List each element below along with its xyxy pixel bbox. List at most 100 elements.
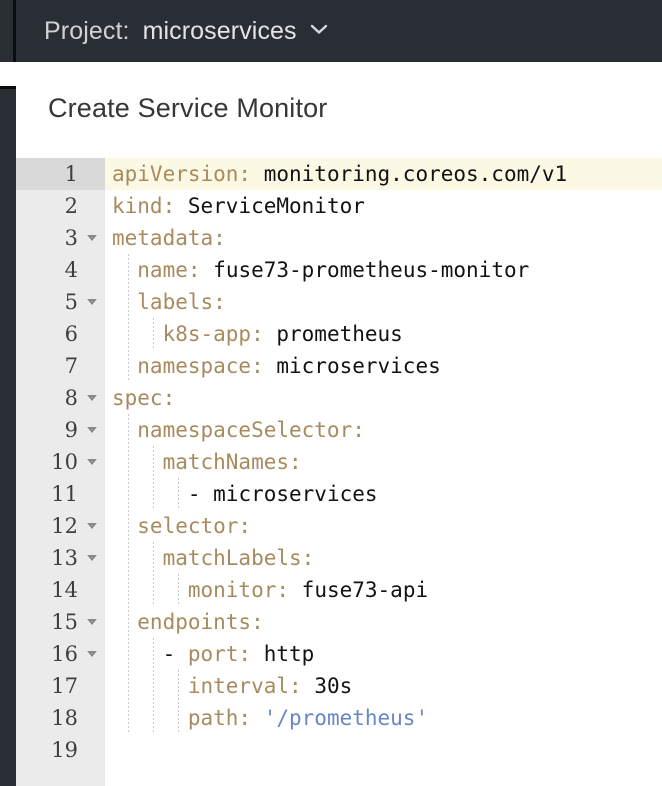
editor-line[interactable]: 13 matchLabels: (16, 542, 662, 574)
token-key: monitor: (112, 578, 290, 602)
editor-line-text: - microservices (112, 478, 378, 510)
editor-line-text: path: '/prometheus' (112, 702, 428, 734)
editor-line[interactable]: 19 (16, 734, 662, 766)
fold-triangle-icon[interactable] (87, 235, 97, 241)
fold-triangle-icon[interactable] (87, 619, 97, 625)
token-plain (251, 162, 264, 186)
editor-line[interactable]: 10 matchNames: (16, 446, 662, 478)
editor-line-text: k8s-app: prometheus (112, 318, 403, 350)
editor-line[interactable]: 8 spec: (16, 382, 662, 414)
editor-line-gutter: 9 (16, 414, 105, 446)
fold-triangle-icon[interactable] (87, 299, 97, 305)
editor-line-gutter: 5 (16, 286, 105, 318)
editor-line[interactable]: 9 namespaceSelector: (16, 414, 662, 446)
editor-line-gutter: 6 (16, 318, 105, 350)
indent-guide (128, 318, 129, 350)
chevron-down-icon[interactable] (309, 22, 329, 36)
fold-triangle-icon[interactable] (87, 523, 97, 529)
line-number: 3 (64, 226, 78, 250)
sidebar-rail-divider (0, 86, 16, 89)
token-plain (289, 578, 302, 602)
editor-line-gutter: 15 (16, 606, 105, 638)
editor-line[interactable]: 17 interval: 30s (16, 670, 662, 702)
line-number: 8 (64, 386, 78, 410)
token-key: path: (112, 706, 252, 730)
indent-guide (128, 286, 129, 318)
token-plain (264, 354, 277, 378)
line-number: 14 (51, 578, 78, 602)
editor-line[interactable]: 4 name: fuse73-prometheus-monitor (16, 254, 662, 286)
editor-line[interactable]: 15 endpoints: (16, 606, 662, 638)
editor-line-gutter: 1 (16, 158, 105, 190)
token-val: 30s (314, 674, 353, 698)
indent-guide (153, 670, 154, 702)
editor-line[interactable]: 6 k8s-app: prometheus (16, 318, 662, 350)
line-number: 11 (51, 482, 78, 506)
token-plain (175, 194, 188, 218)
token-key: name: (112, 258, 201, 282)
editor-line-gutter: 13 (16, 542, 105, 574)
project-name-value: microservices (142, 16, 297, 45)
editor-line-gutter: 8 (16, 382, 105, 414)
token-key: metadata: (112, 226, 226, 250)
token-plain (264, 322, 277, 346)
editor-line[interactable]: 14 monitor: fuse73-api (16, 574, 662, 606)
editor-line[interactable]: 18 path: '/prometheus' (16, 702, 662, 734)
editor-line-text: matchLabels: (112, 542, 315, 574)
token-val: fuse73-api (301, 578, 429, 602)
indent-guide (128, 606, 129, 638)
indent-guide (128, 350, 129, 382)
editor-line[interactable]: 7 namespace: microservices (16, 350, 662, 382)
editor-line-text: name: fuse73-prometheus-monitor (112, 254, 529, 286)
token-val: microservices (213, 482, 378, 506)
editor-line[interactable]: 3 metadata: (16, 222, 662, 254)
indent-guide (128, 414, 129, 446)
editor-line-text: namespaceSelector: (112, 414, 365, 446)
editor-line-background (105, 382, 662, 414)
line-number: 16 (51, 642, 78, 666)
editor-line-text: spec: (112, 382, 175, 414)
editor-line-gutter: 17 (16, 670, 105, 702)
fold-triangle-icon[interactable] (87, 555, 97, 561)
editor-line-gutter: 19 (16, 734, 105, 766)
indent-guide (128, 638, 129, 670)
line-number: 9 (64, 418, 78, 442)
indent-guide (178, 670, 179, 702)
editor-line[interactable]: 5 labels: (16, 286, 662, 318)
line-number: 4 (64, 258, 78, 282)
fold-triangle-icon[interactable] (87, 427, 97, 433)
token-key: endpoints: (112, 610, 264, 634)
editor-line-text: kind: ServiceMonitor (112, 190, 365, 222)
editor-line-gutter: 3 (16, 222, 105, 254)
editor-line[interactable]: 12 selector: (16, 510, 662, 542)
page-heading: Create Service Monitor (16, 62, 662, 158)
indent-guide (178, 478, 179, 510)
token-key: apiVersion: (112, 162, 252, 186)
editor-line-background (105, 734, 662, 766)
sidebar-rail-notch (0, 62, 16, 88)
fold-triangle-icon[interactable] (87, 395, 97, 401)
line-number: 10 (51, 450, 78, 474)
token-key: namespace: (112, 354, 264, 378)
fold-triangle-icon[interactable] (87, 459, 97, 465)
line-number: 19 (51, 738, 78, 762)
editor-line-text: endpoints: (112, 606, 264, 638)
token-val: fuse73-prometheus-monitor (213, 258, 530, 282)
editor-line-text: namespace: microservices (112, 350, 440, 382)
line-number: 15 (51, 610, 78, 634)
indent-guide (153, 702, 154, 734)
fold-triangle-icon[interactable] (87, 651, 97, 657)
indent-guide (153, 638, 154, 670)
token-key: selector: (112, 514, 252, 538)
project-selector[interactable]: Project: microservices (44, 17, 329, 46)
token-key: interval: (112, 674, 302, 698)
editor-line-text: matchNames: (112, 446, 302, 478)
editor-line[interactable]: 11 - microservices (16, 478, 662, 510)
editor-line-gutter: 10 (16, 446, 105, 478)
editor-line-gutter: 16 (16, 638, 105, 670)
token-key: matchNames: (112, 450, 302, 474)
editor-line[interactable]: 16 - port: http (16, 638, 662, 670)
